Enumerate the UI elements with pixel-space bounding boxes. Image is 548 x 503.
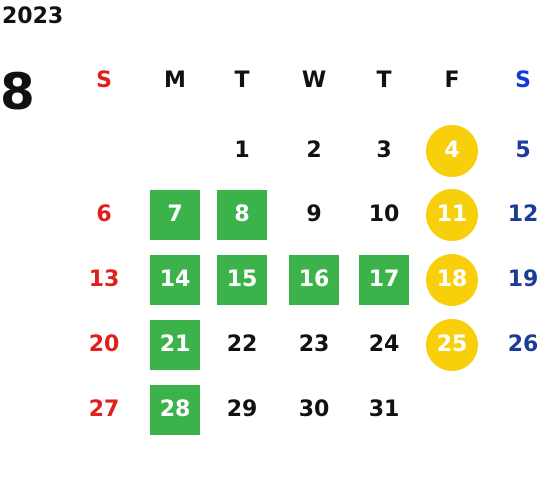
calendar-day[interactable]: 23 xyxy=(298,332,330,357)
calendar-day[interactable]: 12 xyxy=(507,202,539,227)
calendar-day[interactable]: 21 xyxy=(150,320,200,370)
calendar-day[interactable]: 9 xyxy=(306,202,322,227)
calendar-day[interactable]: 18 xyxy=(426,254,478,306)
month-number: 8 xyxy=(0,63,35,121)
weekday-header: M xyxy=(164,68,186,93)
calendar-day[interactable]: 19 xyxy=(507,267,539,292)
calendar-day[interactable]: 26 xyxy=(507,332,539,357)
calendar-day[interactable]: 3 xyxy=(376,138,392,163)
calendar-day[interactable]: 16 xyxy=(289,255,339,305)
year-label: 2023 xyxy=(2,4,64,29)
calendar-day[interactable]: 8 xyxy=(217,190,267,240)
weekday-header: S xyxy=(515,68,531,93)
weekday-header: S xyxy=(96,68,112,93)
calendar-day[interactable]: 6 xyxy=(96,202,112,227)
weekday-header: W xyxy=(301,68,327,93)
weekday-header: F xyxy=(444,68,460,93)
calendar-day[interactable]: 27 xyxy=(88,397,120,422)
calendar-day[interactable]: 5 xyxy=(515,138,531,163)
weekday-header: T xyxy=(376,68,392,93)
calendar-day[interactable]: 17 xyxy=(359,255,409,305)
calendar-day[interactable]: 15 xyxy=(217,255,267,305)
weekday-header: T xyxy=(234,68,250,93)
calendar-day[interactable]: 28 xyxy=(150,385,200,435)
calendar-day[interactable]: 13 xyxy=(88,267,120,292)
calendar-day[interactable]: 30 xyxy=(298,397,330,422)
calendar-day[interactable]: 7 xyxy=(150,190,200,240)
calendar-day[interactable]: 1 xyxy=(234,138,250,163)
calendar-day[interactable]: 11 xyxy=(426,189,478,241)
calendar-day[interactable]: 24 xyxy=(368,332,400,357)
calendar-day[interactable]: 2 xyxy=(306,138,322,163)
calendar-day[interactable]: 29 xyxy=(226,397,258,422)
calendar-day[interactable]: 31 xyxy=(368,397,400,422)
calendar-day[interactable]: 10 xyxy=(368,202,400,227)
calendar-day[interactable]: 14 xyxy=(150,255,200,305)
calendar-day[interactable]: 20 xyxy=(88,332,120,357)
calendar-day[interactable]: 22 xyxy=(226,332,258,357)
calendar-day[interactable]: 4 xyxy=(426,125,478,177)
calendar-day[interactable]: 25 xyxy=(426,319,478,371)
